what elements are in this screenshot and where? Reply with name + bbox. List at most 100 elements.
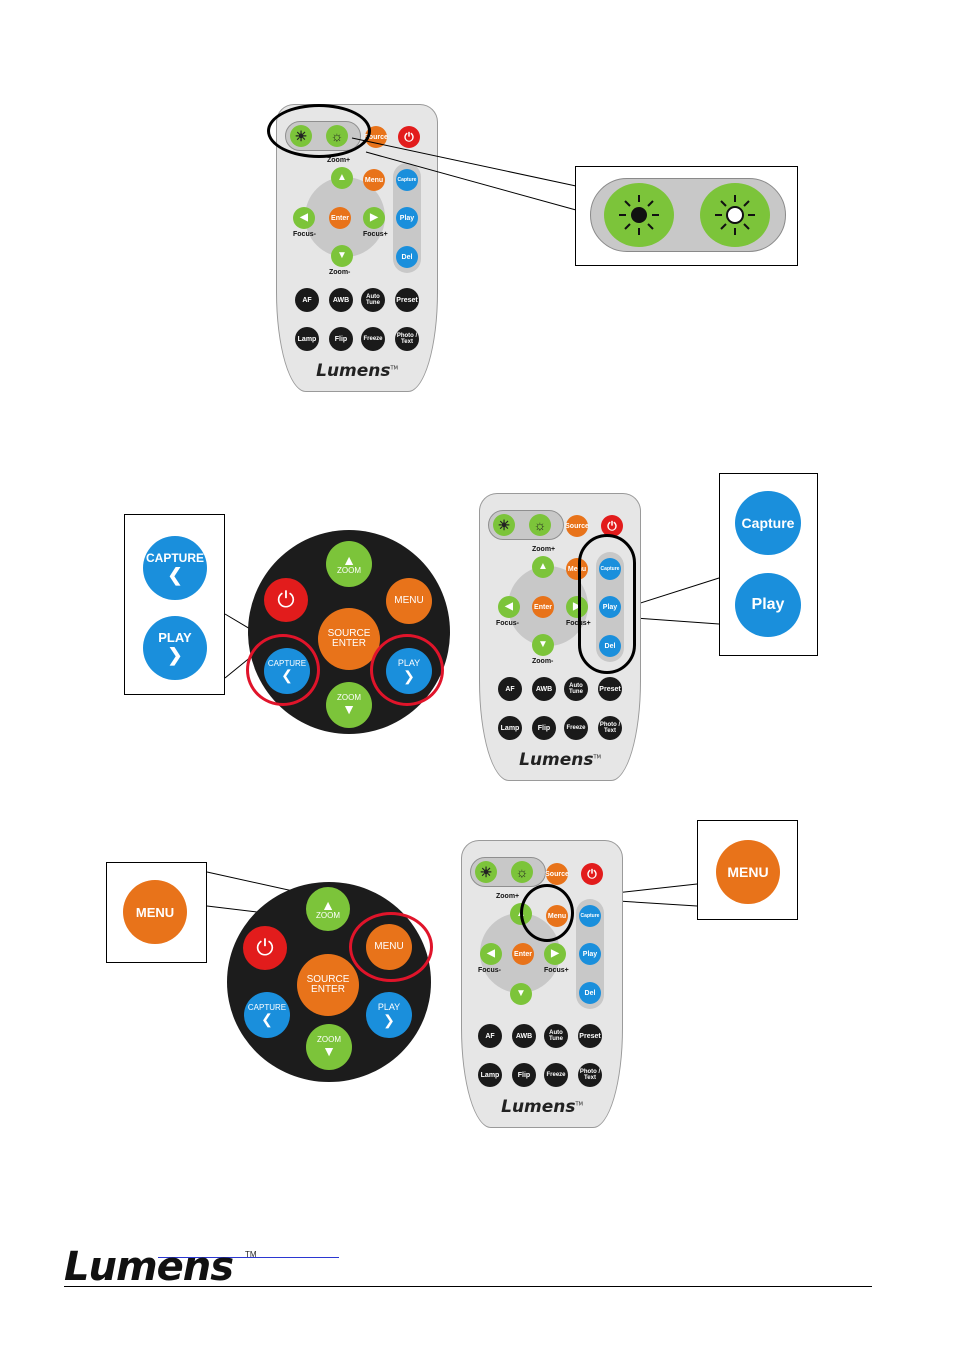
zoom-down-icon: ▼	[532, 634, 554, 656]
remote-del-button: Del	[579, 982, 601, 1004]
remote-freeze-button: Freeze	[564, 716, 588, 740]
remote-auto-tune-button: Auto Tune	[544, 1024, 568, 1048]
zoom-plus-label: Zoom+	[496, 893, 520, 900]
callout-play-large-button: Play	[735, 573, 801, 637]
remote-flip-button: Flip	[532, 716, 556, 740]
focus-minus-icon: ◀	[498, 596, 520, 618]
remote-source-button: Source	[565, 515, 589, 537]
remote-logo: LumensTM	[519, 750, 601, 770]
remote-menu-button: Menu	[566, 558, 588, 580]
remote-enter-button: Enter	[512, 943, 534, 965]
keypad-source-enter-button: SOURCE ENTER	[318, 608, 380, 670]
remote-logo: LumensTM	[316, 361, 398, 381]
zoom-minus-label: Zoom-	[532, 658, 554, 665]
remote-af-button: AF	[498, 677, 522, 701]
focus-plus-icon: ▶	[544, 943, 566, 965]
zoom-up-icon: ▲	[331, 167, 353, 189]
keypad-zoom-minus-button: ZOOM▼	[306, 1024, 352, 1070]
footer-divider	[64, 1286, 872, 1287]
keypad-zoom-plus-button: ▲ZOOM	[326, 541, 372, 587]
remote-lamp-button: Lamp	[498, 716, 522, 740]
focus-minus-label: Focus-	[496, 620, 519, 627]
callout-menu-button-left: MENU	[123, 880, 187, 944]
remote-preset-button: Preset	[578, 1024, 602, 1048]
remote-enter-button: Enter	[532, 596, 554, 618]
brightness-down-large-icon	[604, 183, 674, 247]
remote-photo-text-button: Photo / Text	[598, 716, 622, 740]
arrow-down-icon: ▼	[322, 1043, 336, 1060]
keypad-zoom-plus-button: ▲ZOOM	[306, 887, 350, 931]
brightness-up-icon: ☼	[511, 861, 533, 883]
focus-plus-icon: ▶	[363, 207, 385, 229]
arrow-right-icon: ❯	[383, 1011, 395, 1028]
keypad-source-enter-button: SOURCE ENTER	[297, 954, 359, 1016]
remote-freeze-button: Freeze	[361, 327, 385, 351]
brightness-up-large-icon	[700, 183, 770, 247]
remote-awb-button: AWB	[532, 677, 556, 701]
arrow-left-icon: ❮	[167, 564, 183, 585]
remote-freeze-button: Freeze	[544, 1063, 568, 1087]
arrow-up-icon: ▲	[321, 896, 335, 913]
footer-trademark: TM	[245, 1250, 257, 1259]
power-icon: ⏻	[581, 863, 603, 885]
brightness-highlight-ring	[267, 104, 371, 158]
remote-lamp-button: Lamp	[478, 1063, 502, 1087]
remote-awb-button: AWB	[512, 1024, 536, 1048]
focus-plus-label: Focus+	[363, 231, 388, 238]
keypad-power-icon: ⏻	[243, 926, 287, 970]
zoom-minus-label: Zoom-	[329, 269, 351, 276]
power-icon: ⏻	[601, 515, 623, 537]
remote-af-button: AF	[478, 1024, 502, 1048]
remote-play-button: Play	[599, 596, 621, 618]
play-highlight-ring	[370, 634, 444, 706]
remote-del-button: Del	[396, 246, 418, 268]
footer-logo: Lumens	[64, 1244, 234, 1290]
capture-highlight-ring	[246, 634, 320, 706]
zoom-plus-label: Zoom+	[327, 157, 351, 164]
footer-link-underline[interactable]	[158, 1247, 339, 1258]
remote-illustration-2: ☀ ☼ Source ⏻ Zoom+ ▲ ◀ Enter ▶ ▼ Focus- …	[479, 493, 641, 781]
remote-illustration-3: ☀ ☼ Source ⏻ Zoom+ ▲ ◀ Enter ▶ ▼ Focus- …	[461, 840, 623, 1128]
brightness-down-icon: ☀	[475, 861, 497, 883]
remote-af-button: AF	[295, 288, 319, 312]
focus-minus-label: Focus-	[478, 967, 501, 974]
callout-capture-large-button: Capture	[735, 491, 801, 555]
remote-auto-tune-button: Auto Tune	[564, 677, 588, 701]
zoom-down-icon: ▼	[510, 983, 532, 1005]
remote-awb-button: AWB	[329, 288, 353, 312]
keypad-power-icon: ⏻	[264, 578, 308, 622]
remote-play-button: Play	[396, 207, 418, 229]
remote-photo-text-button: Photo / Text	[578, 1063, 602, 1087]
callout-capture-button: CAPTURE ❮	[143, 536, 207, 600]
remote-capture-button: Capture	[579, 905, 601, 927]
menu-highlight-ring	[349, 912, 433, 982]
remote-logo: LumensTM	[501, 1097, 583, 1117]
remote-photo-text-button: Photo / Text	[395, 327, 419, 351]
remote-auto-tune-button: Auto Tune	[361, 288, 385, 312]
zoom-plus-label: Zoom+	[532, 546, 556, 553]
remote-capture-button: Capture	[396, 169, 418, 191]
arrow-left-icon: ❮	[261, 1011, 273, 1028]
callout-play-button: PLAY ❯	[143, 616, 207, 680]
keypad-zoom-minus-button: ZOOM▼	[326, 682, 372, 728]
arrow-down-icon: ▼	[342, 701, 356, 718]
zoom-down-icon: ▼	[331, 245, 353, 267]
focus-minus-label: Focus-	[293, 231, 316, 238]
remote-source-button: Source	[545, 863, 569, 885]
remote-menu-button: Menu	[363, 169, 385, 191]
power-icon: ⏻	[398, 126, 420, 148]
remote-enter-button: Enter	[329, 207, 351, 229]
remote-flip-button: Flip	[329, 327, 353, 351]
keypad-capture-button: CAPTURE❮	[244, 992, 290, 1038]
arrow-right-icon: ❯	[167, 645, 183, 665]
zoom-up-icon: ▲	[532, 556, 554, 578]
remote-preset-button: Preset	[598, 677, 622, 701]
keypad-menu-button: MENU	[386, 578, 432, 624]
capture-play-column-highlight-ring	[578, 534, 636, 674]
remote-lamp-button: Lamp	[295, 327, 319, 351]
callout-menu-button-right: MENU	[716, 840, 780, 904]
menu-remote-highlight-ring	[520, 884, 574, 942]
brightness-down-icon: ☀	[493, 514, 515, 536]
arrow-up-icon: ▲	[342, 551, 356, 568]
focus-minus-icon: ◀	[480, 943, 502, 965]
